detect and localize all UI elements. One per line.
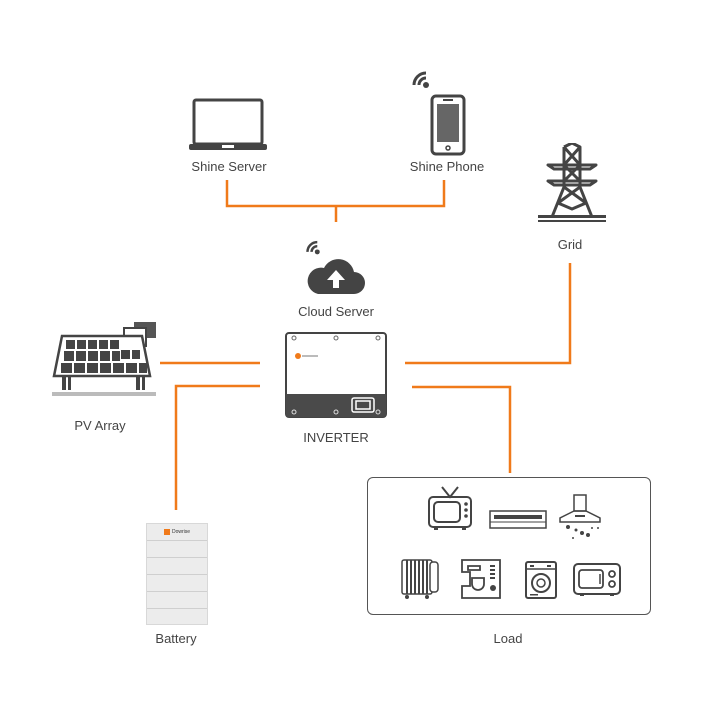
laptop-icon bbox=[189, 98, 267, 150]
wifi-icon bbox=[306, 240, 320, 255]
power-pylon-icon bbox=[538, 143, 606, 222]
wire-inverter-load bbox=[412, 385, 512, 473]
battery-brand-logo bbox=[163, 529, 170, 535]
range-hood-icon bbox=[559, 494, 601, 539]
grid-label: Grid bbox=[557, 237, 583, 252]
wire-server-phone bbox=[225, 180, 446, 208]
battery-stack-icon: Dowrise bbox=[146, 523, 208, 625]
load-label: Load bbox=[493, 631, 523, 646]
smartphone-icon bbox=[430, 94, 466, 156]
television-icon bbox=[428, 486, 472, 530]
air-conditioner-icon bbox=[489, 510, 547, 529]
solar-panel-icon bbox=[52, 322, 156, 396]
cloud-server-label: Cloud Server bbox=[298, 304, 374, 319]
cloud-upload-icon bbox=[307, 259, 365, 294]
brand-logo bbox=[295, 353, 301, 359]
pv-array-label: PV Array bbox=[74, 418, 126, 433]
shine-server-label: Shine Server bbox=[191, 159, 267, 174]
microwave-icon bbox=[573, 563, 621, 596]
shine-phone-label: Shine Phone bbox=[409, 159, 485, 174]
inverter-label: INVERTER bbox=[303, 430, 369, 445]
oil-heater-icon bbox=[401, 559, 439, 599]
wire-inverter-grid bbox=[405, 263, 572, 365]
coffee-machine-icon bbox=[461, 559, 501, 599]
battery-label: Battery bbox=[155, 631, 197, 646]
washing-machine-icon bbox=[525, 561, 557, 599]
wifi-icon bbox=[412, 71, 429, 88]
battery-brand: Dowrise bbox=[171, 529, 191, 535]
wire-battery-inverter bbox=[174, 384, 260, 510]
inverter-icon bbox=[285, 332, 387, 418]
load-panel bbox=[367, 477, 651, 615]
